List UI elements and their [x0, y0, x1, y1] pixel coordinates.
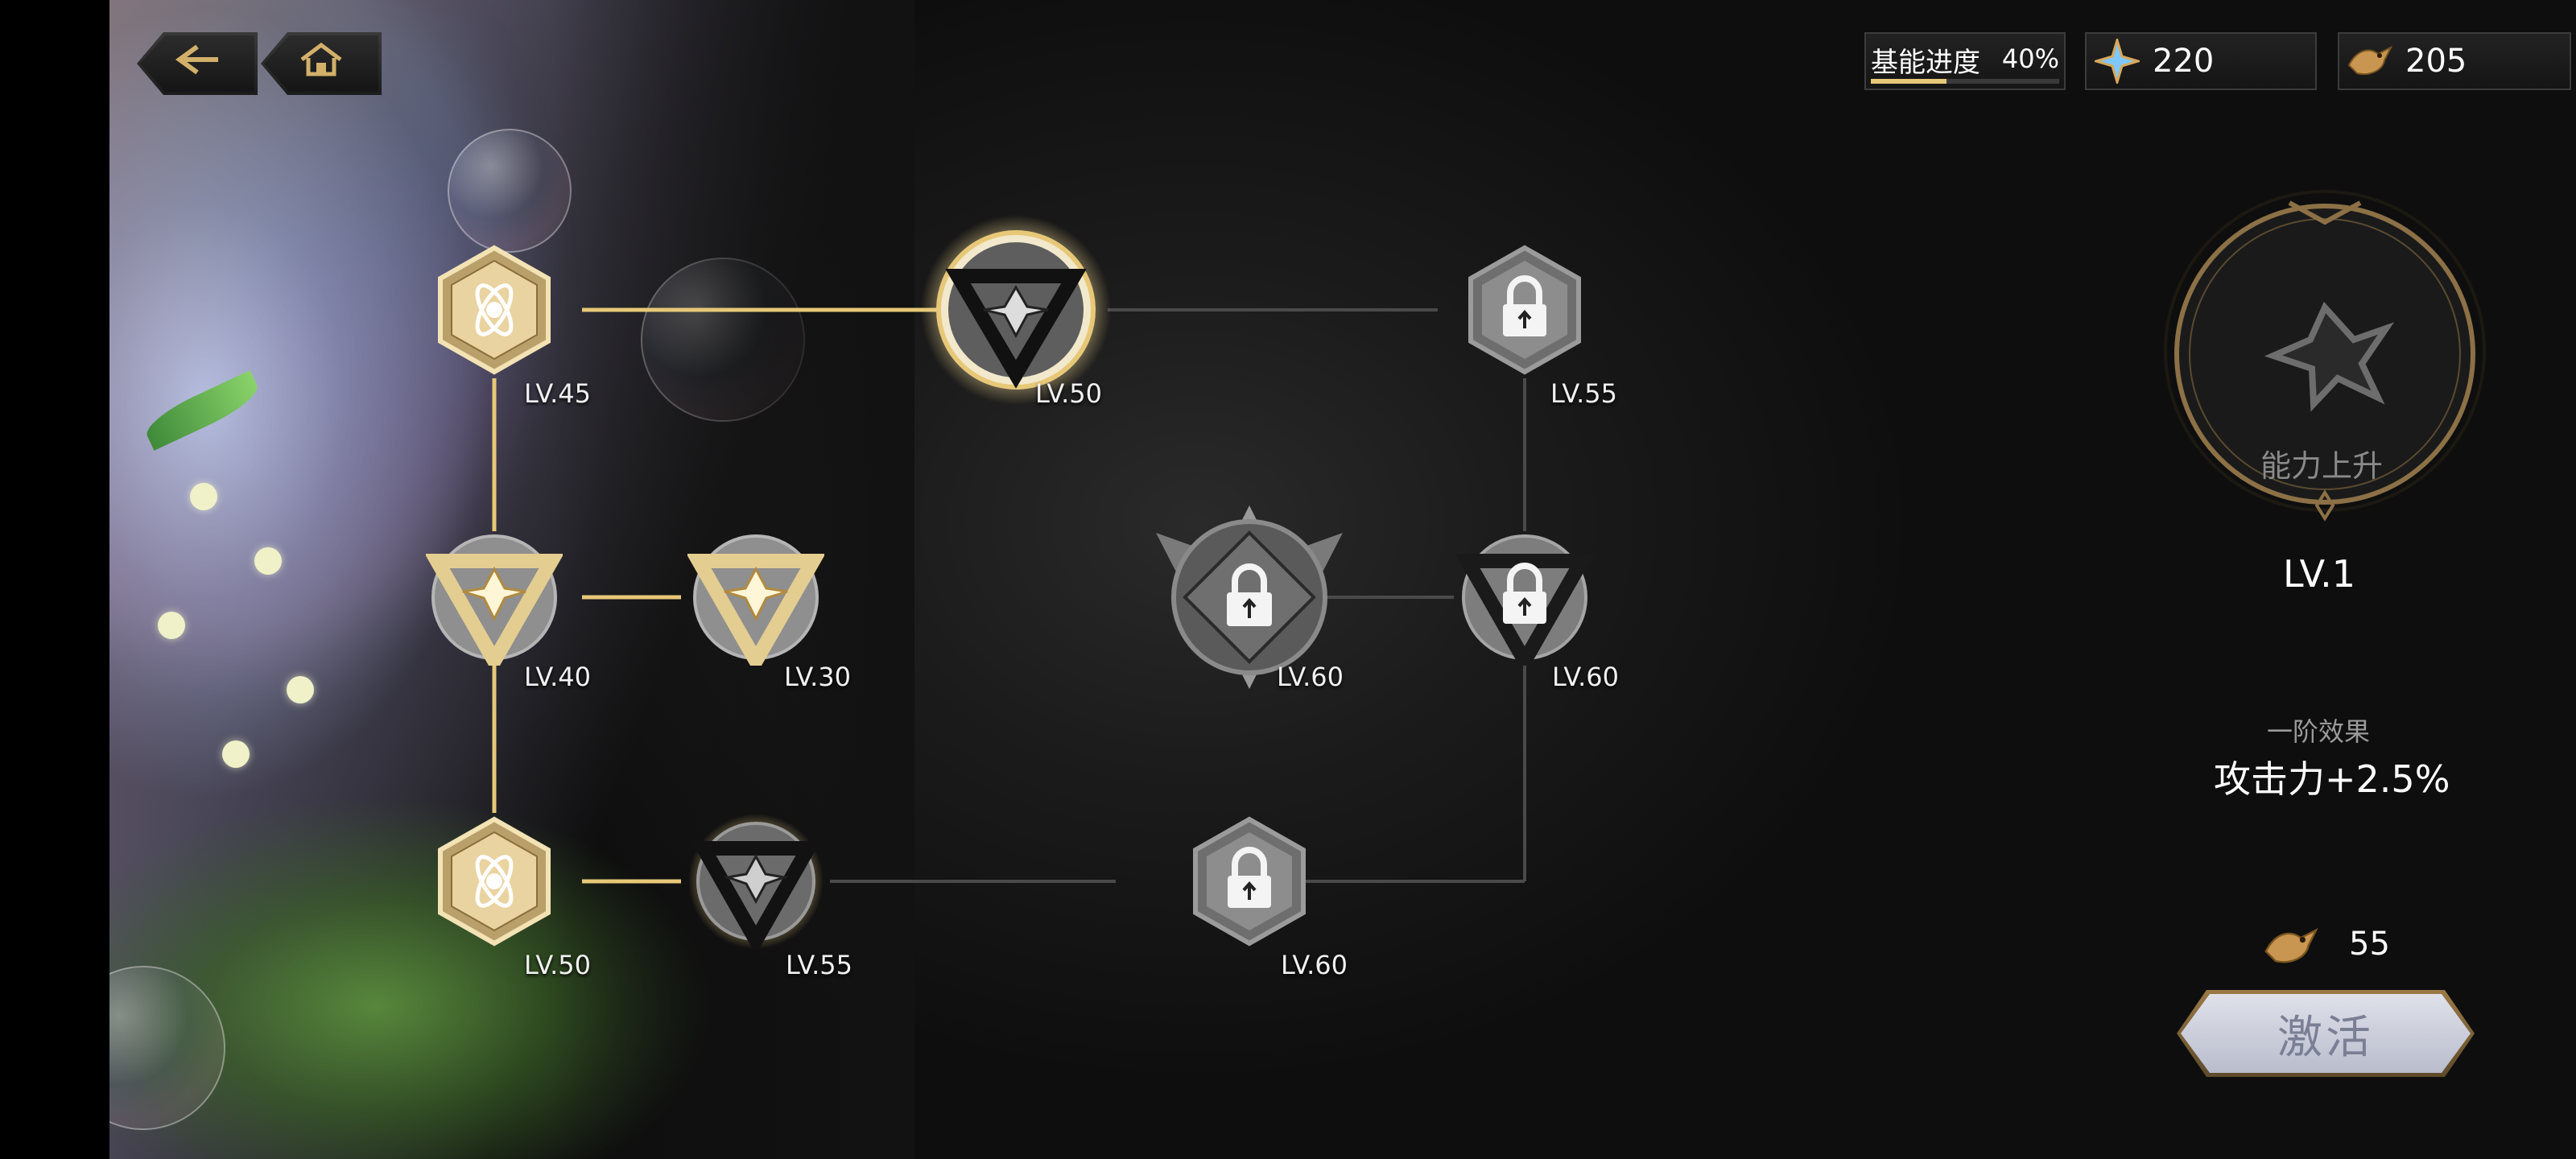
node-level-n8: LV.50	[524, 950, 591, 980]
activation-cost: 55	[2349, 926, 2390, 963]
bird-token-count: 205	[2405, 43, 2467, 80]
node-level-n1: LV.45	[524, 378, 591, 409]
progress-track	[1871, 79, 2059, 84]
lock-icon	[1468, 245, 1581, 375]
back-button[interactable]	[137, 32, 258, 95]
lock-icon	[1156, 505, 1343, 689]
activate-button[interactable]: 激活	[2177, 990, 2475, 1077]
crystal-shard-icon	[2093, 37, 2141, 85]
node-level-n2: LV.50	[1035, 378, 1102, 409]
node-level-n6: LV.60	[1277, 662, 1344, 692]
progress-fill	[1871, 79, 1946, 84]
progress-label: 基能进度	[1871, 47, 1980, 79]
lock-icon	[1193, 816, 1306, 947]
skill-level: LV.1	[2283, 552, 2356, 596]
atom-emblem-icon	[438, 816, 551, 947]
bird-token-icon	[2346, 37, 2394, 85]
skill-node-n6[interactable]	[1153, 501, 1346, 694]
effect-title: 一阶效果	[2267, 716, 2371, 747]
skill-node-n10[interactable]	[1181, 813, 1318, 950]
skill-node-n9[interactable]	[687, 813, 824, 955]
currency-bird: 205	[2338, 32, 2571, 90]
home-icon	[297, 42, 345, 86]
node-level-n7: LV.60	[1552, 662, 1619, 692]
bird-token-icon	[2260, 922, 2322, 971]
star-emblem-icon	[921, 215, 1111, 405]
node-level-n9: LV.55	[786, 950, 852, 980]
activate-label: 激活	[2181, 994, 2471, 1073]
skill-name: 能力上升	[2260, 448, 2384, 484]
game-stage: 基能进度 40% 220 205	[109, 0, 2576, 1159]
crystal-count: 220	[2153, 43, 2215, 80]
atom-emblem-icon	[438, 245, 551, 375]
star-emblem-icon	[688, 814, 824, 955]
selected-skill-emblem	[2161, 187, 2489, 525]
currency-crystal: 220	[2085, 32, 2317, 90]
skill-node-n7[interactable]	[1455, 529, 1595, 676]
skill-node-n4[interactable]	[424, 529, 564, 676]
node-level-n3: LV.55	[1550, 378, 1617, 409]
skill-node-n1[interactable]	[426, 241, 563, 378]
emblem-ring	[2164, 190, 2486, 522]
lock-icon	[1455, 534, 1595, 676]
home-button[interactable]	[261, 32, 382, 95]
star-emblem-icon	[686, 534, 826, 676]
skill-node-n2[interactable]	[919, 213, 1113, 406]
node-level-n10: LV.60	[1281, 950, 1348, 980]
back-arrow-icon	[173, 43, 221, 85]
node-level-n4: LV.40	[524, 662, 591, 692]
skill-node-n8[interactable]	[426, 813, 563, 950]
skill-tree-connections	[492, 307, 1526, 884]
star-emblem-icon	[2264, 301, 2395, 412]
node-level-n5: LV.30	[784, 662, 851, 692]
effect-value: 攻击力+2.5%	[2214, 757, 2450, 801]
star-emblem-icon	[424, 534, 564, 676]
energy-progress: 基能进度 40%	[1864, 32, 2066, 90]
skill-node-n3[interactable]	[1456, 241, 1593, 378]
skill-node-n5[interactable]	[686, 529, 826, 676]
progress-percent: 40%	[2001, 43, 2059, 74]
